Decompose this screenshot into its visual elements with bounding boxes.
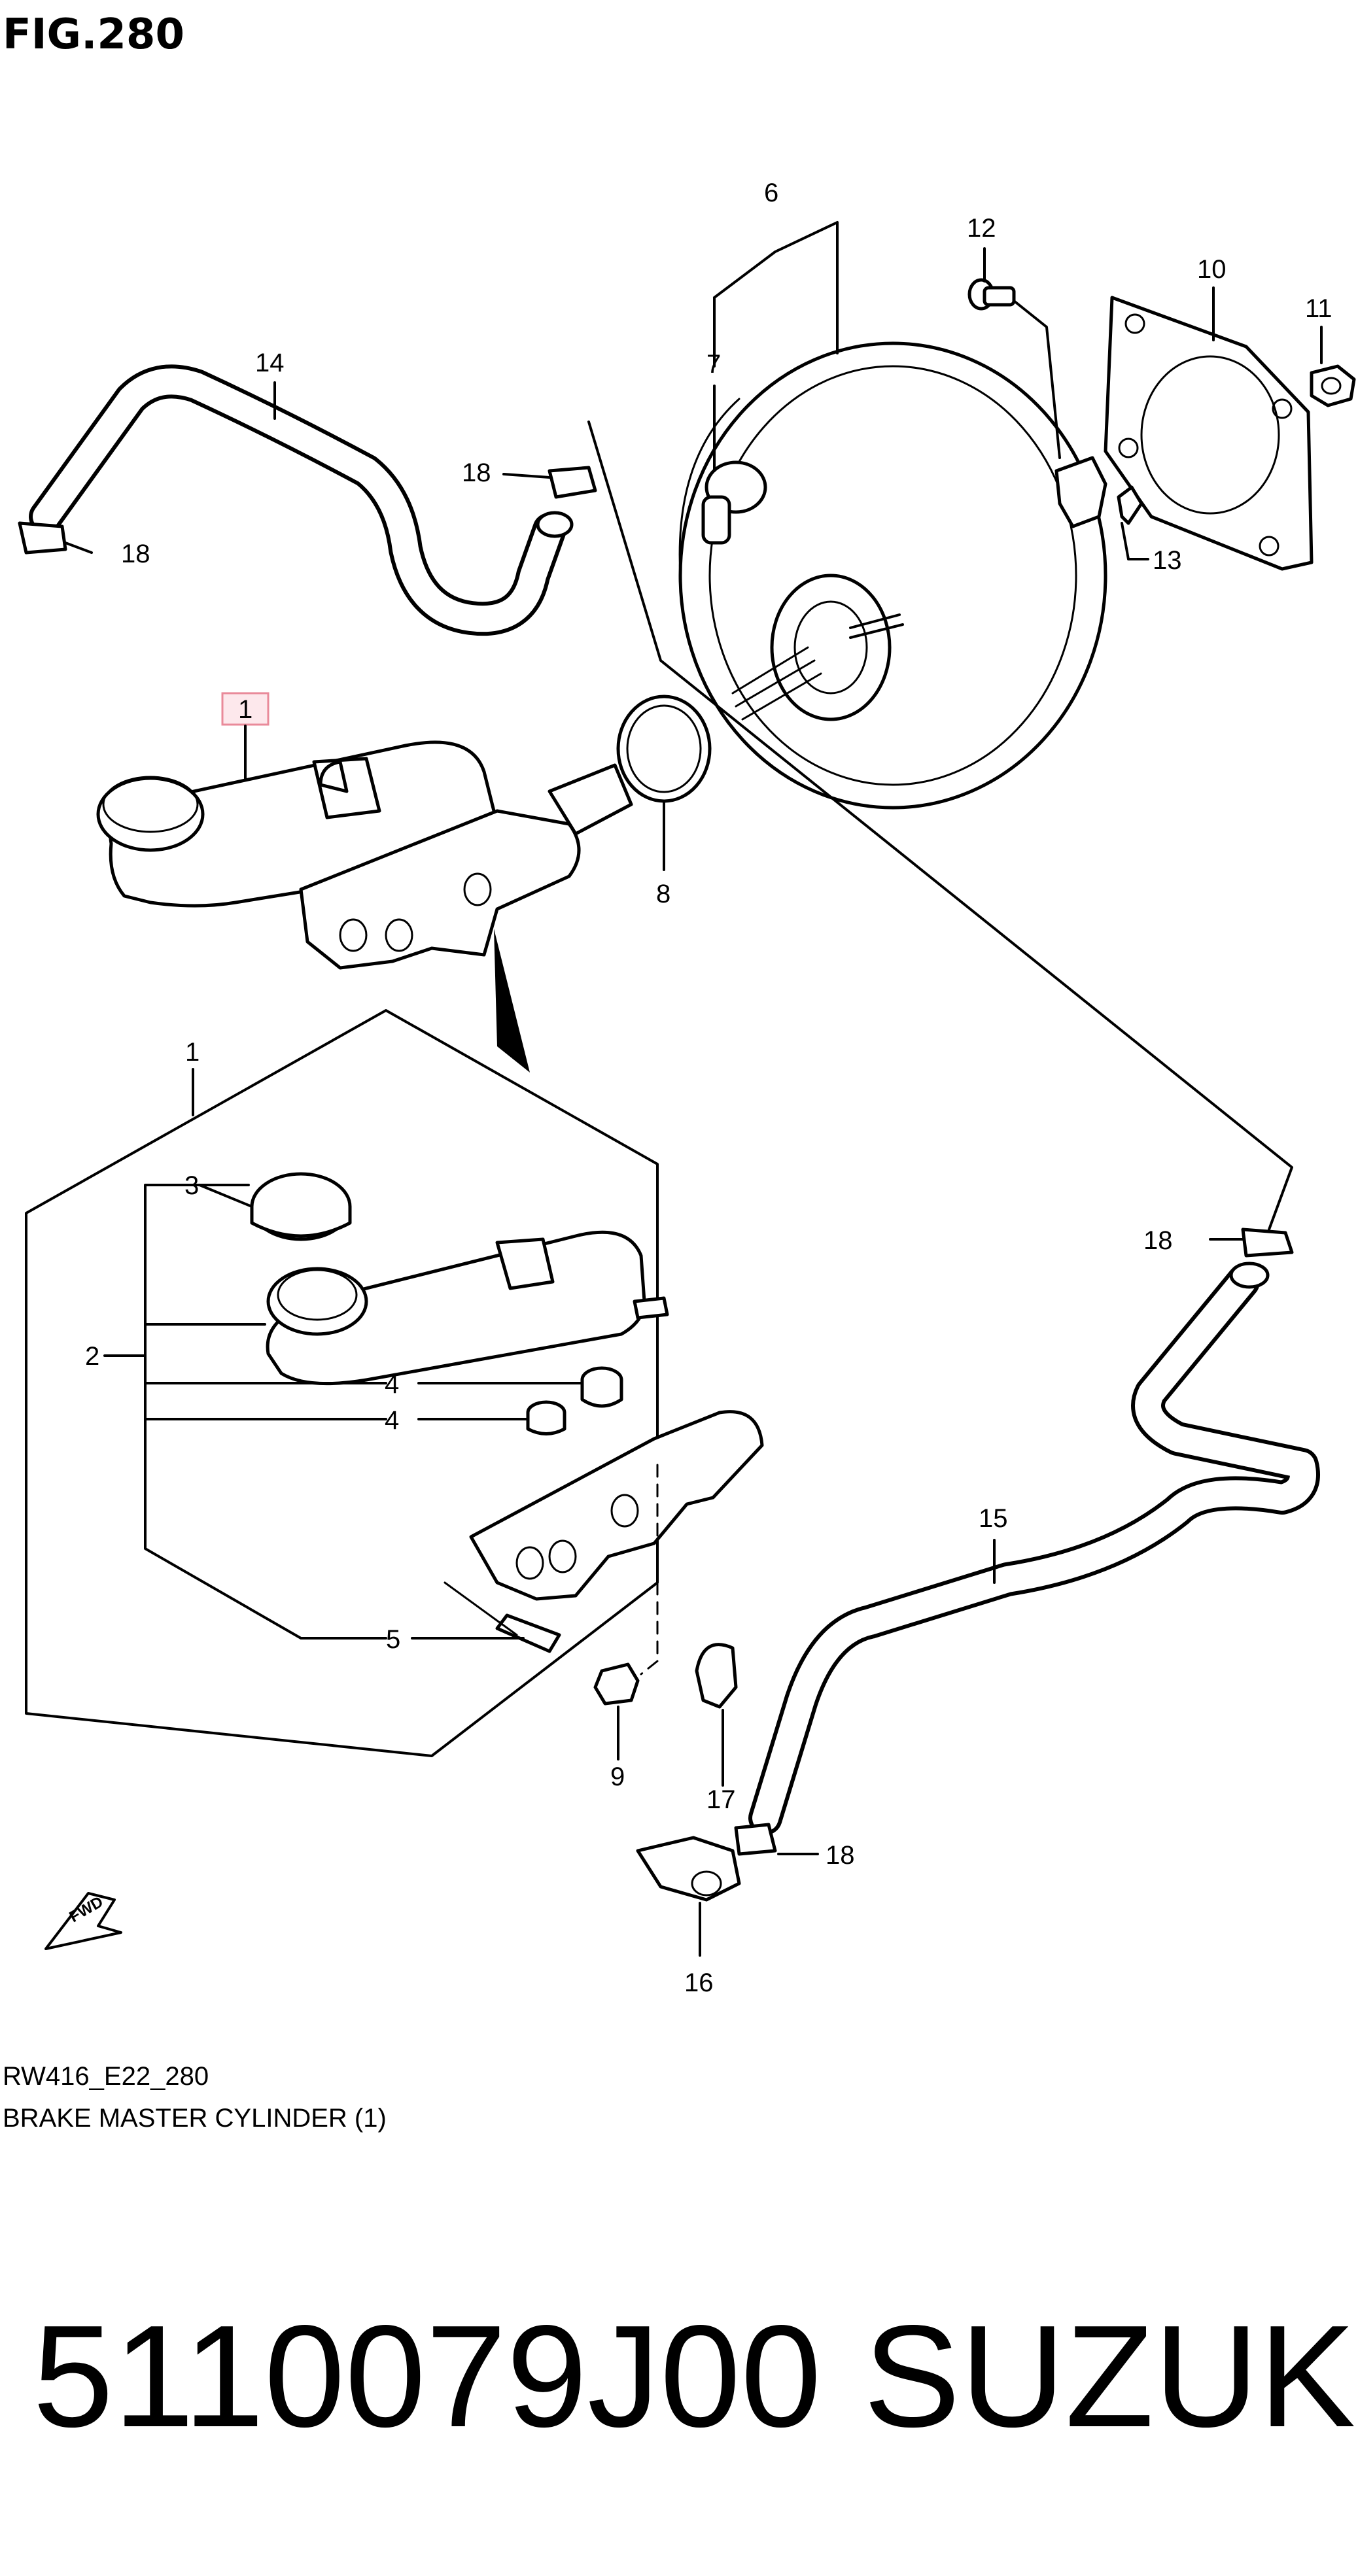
- nut-drawing[interactable]: [1310, 364, 1356, 407]
- callout-15[interactable]: 15: [979, 1504, 1008, 1533]
- callout-6[interactable]: 6: [764, 179, 778, 207]
- master-cylinder-body-drawing[interactable]: [444, 1410, 764, 1653]
- pointer-arrow: [494, 929, 530, 1073]
- callout-4a[interactable]: 4: [385, 1370, 399, 1399]
- grommet-drawing[interactable]: [526, 1366, 623, 1435]
- callout-7[interactable]: 7: [706, 350, 721, 379]
- part-number: 5110079J00: [33, 2295, 822, 2458]
- leader-lines: [64, 221, 1323, 1957]
- callouts: 6 7 12 10 11 13 14 18 18 8 1 1 3 2 4 4 5…: [85, 179, 1332, 1997]
- reservoir-drawing[interactable]: [266, 1230, 669, 1386]
- callout-17[interactable]: 17: [706, 1785, 736, 1814]
- connector-drawing[interactable]: [636, 1836, 741, 1902]
- callout-13[interactable]: 13: [1153, 546, 1182, 575]
- o-ring-drawing[interactable]: [616, 695, 712, 803]
- master-cylinder-assembly-drawing[interactable]: [96, 692, 633, 970]
- callout-18-lower[interactable]: 18: [826, 1841, 855, 1870]
- clevis-pin-drawing[interactable]: [967, 278, 1107, 528]
- callout-1-top[interactable]: 1: [238, 695, 252, 724]
- callout-9[interactable]: 9: [610, 1762, 625, 1791]
- callout-18-right[interactable]: 18: [1143, 1226, 1173, 1255]
- brake-booster-drawing[interactable]: [678, 341, 1107, 810]
- check-valve-drawing[interactable]: [701, 460, 767, 545]
- callout-2[interactable]: 2: [85, 1342, 99, 1371]
- clip-drawing[interactable]: [1117, 485, 1143, 525]
- callout-1[interactable]: 1: [185, 1038, 200, 1067]
- diagram-code: RW416_E22_280: [3, 2062, 209, 2091]
- vacuum-hose-14-drawing[interactable]: [29, 364, 574, 636]
- callout-10[interactable]: 10: [1197, 255, 1227, 284]
- hose-clip-drawing[interactable]: [695, 1643, 738, 1709]
- figure-title: FIG.280: [3, 10, 184, 59]
- callout-8[interactable]: 8: [656, 880, 670, 908]
- callout-14[interactable]: 14: [255, 349, 285, 377]
- callout-12[interactable]: 12: [967, 214, 996, 243]
- forward-direction-arrow: FWD: [44, 1892, 122, 1950]
- highlight-box: [221, 692, 270, 726]
- callout-16[interactable]: 16: [684, 1968, 714, 1997]
- callout-4b[interactable]: 4: [385, 1406, 399, 1435]
- callout-18-left[interactable]: 18: [121, 540, 150, 568]
- bleeder-nut-drawing[interactable]: [593, 1662, 640, 1706]
- callout-18-upper[interactable]: 18: [462, 458, 491, 487]
- brand-name: SUZUKI: [863, 2295, 1358, 2458]
- gasket-drawing[interactable]: [1104, 296, 1314, 571]
- figure-description: BRAKE MASTER CYLINDER (1): [3, 2104, 387, 2133]
- callout-5[interactable]: 5: [386, 1625, 400, 1654]
- callout-3[interactable]: 3: [184, 1171, 199, 1200]
- callout-11[interactable]: 11: [1305, 294, 1332, 323]
- vacuum-hose-15-drawing[interactable]: [748, 1262, 1320, 1835]
- hose-clamp-drawing[interactable]: [18, 466, 597, 555]
- reservoir-cap-drawing[interactable]: [250, 1172, 352, 1241]
- hose-clamp-drawing[interactable]: [734, 1228, 1294, 1856]
